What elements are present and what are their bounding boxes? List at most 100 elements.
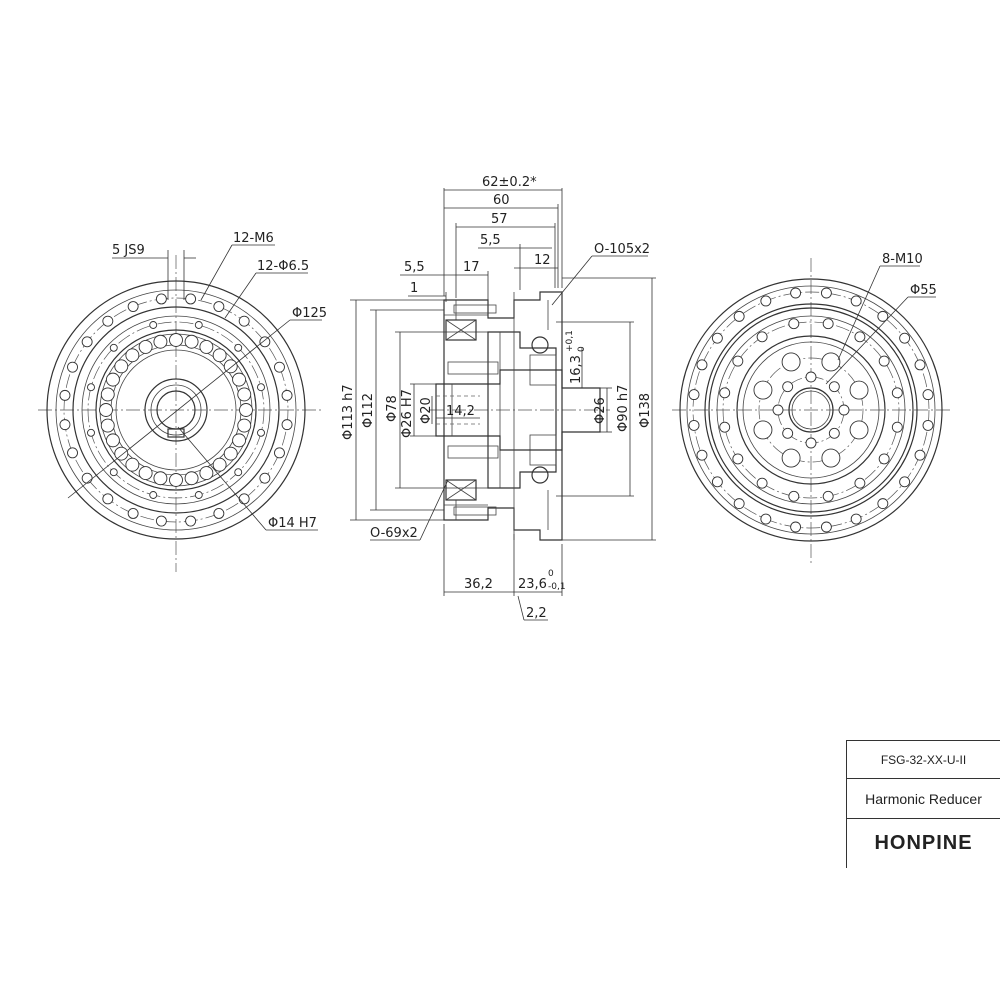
left-inner-hole [257,428,265,437]
brand-logo: HONPINE [874,831,973,854]
left-inner-hole [87,383,95,392]
left-bearing-ball [153,334,168,349]
left-outer-hole [238,493,250,505]
right-pin-hole [805,437,817,449]
left-bearing-ball [223,359,238,374]
left-outer-hole [281,419,293,431]
label-dia-112: Φ112 [361,393,376,428]
left-outer-hole [102,315,114,327]
right-outer-hole [696,449,708,461]
right-outer-hole [877,498,889,510]
right-mid-hole [822,490,834,502]
left-outer-hole [155,293,167,305]
right-outer-hole [850,513,862,525]
right-outer-hole [790,287,802,299]
left-bearing-ball [100,418,115,433]
right-outer-hole [820,287,832,299]
right-outer-hole [688,389,700,401]
left-bearing-ball [138,466,153,481]
right-outer-hole [914,359,926,371]
right-pin-hole [782,381,794,393]
left-bearing-ball [153,471,168,486]
right-outer-hole [760,513,772,525]
label-width-60: 60 [493,193,510,208]
right-pin-hole [828,381,840,393]
left-outer-hole [59,419,71,431]
label-width-17: 17 [463,260,480,275]
right-outer-hole [899,476,911,488]
right-pin-hole [772,404,784,416]
left-bearing-balls [99,333,253,487]
left-outer-hole [127,301,139,312]
right-tapped-hole-pattern [753,352,869,468]
right-pin-hole [805,371,817,383]
left-outer-flange-circle [46,280,306,540]
right-outer-hole [711,476,723,488]
left-bearing-ball [237,387,252,402]
right-mid-hole [719,421,731,433]
model-number: FSG-32-XX-U-II [847,741,1000,779]
right-mid-hole [732,355,744,367]
right-tapped-hole [781,352,801,372]
label-oring-69: O-69x2 [370,526,418,541]
left-outer-hole-pattern [59,293,293,527]
right-tapped-hole [753,380,773,400]
left-pitch-circle-inner [87,321,265,499]
right-outer-hole [850,295,862,307]
left-bearing-ball [99,403,113,417]
right-tapped-hole [753,420,773,440]
left-inner-hole [234,468,243,477]
right-mid-hole [878,355,890,367]
left-inner-hole [257,383,265,392]
right-mid-hole [756,477,768,489]
right-mid-hole [788,318,800,330]
right-mid-hole [822,318,834,330]
left-inner-hole [234,343,243,352]
label-left-through-holes: 12-Φ6.5 [257,259,309,274]
left-outer-hole [259,472,271,484]
left-bearing-ball [105,433,120,448]
label-width-57: 57 [491,212,508,227]
left-bearing-ball [184,471,199,486]
label-tol-16-3-upper: +0,1 [565,330,575,352]
right-mid-hole [756,331,768,343]
right-outer-hole [877,310,889,322]
right-pin-hole [782,427,794,439]
left-bearing-ball [100,387,115,402]
left-inner-hole [109,468,118,477]
right-outer-hole [790,521,802,533]
label-len-14-2: 14,2 [446,404,475,419]
right-view: 8-M10 Φ55 [672,252,950,566]
right-tapped-hole [849,380,869,400]
label-dia-20: Φ20 [419,397,434,424]
label-dia-113: Φ113 h7 [341,384,356,440]
label-tol-23-6-upper: 0 [548,569,554,579]
left-outer-hole [185,515,197,527]
label-dia-90: Φ90 h7 [616,385,631,432]
left-outer-hole [127,508,139,519]
left-bearing-ball [114,446,129,461]
right-outer-hole [760,295,772,307]
left-keyway [167,428,185,438]
left-bearing-ball [212,457,227,472]
right-outer-hole [711,332,723,344]
left-outer-hole [185,293,197,305]
right-outer-hole [922,389,934,401]
left-inner-hole [149,491,158,499]
right-mid-hole [878,453,890,465]
label-oring-105: O-105x2 [594,242,650,257]
right-mid-hole [891,387,903,399]
right-outer-hole [820,521,832,533]
left-outer-hole [102,493,114,505]
label-len-36-2: 36,2 [464,577,493,592]
left-bearing-ball [138,339,153,354]
left-inner-hole [194,491,203,499]
label-right-tapped-holes: 8-M10 [882,252,923,267]
left-bearing-ball [199,466,214,481]
label-dia-26: Φ26 [593,397,608,424]
right-outer-hole-pattern [688,287,934,533]
label-left-tapped-holes: 12-M6 [233,231,274,246]
right-outer-hole [899,332,911,344]
right-pin-hole [838,404,850,416]
